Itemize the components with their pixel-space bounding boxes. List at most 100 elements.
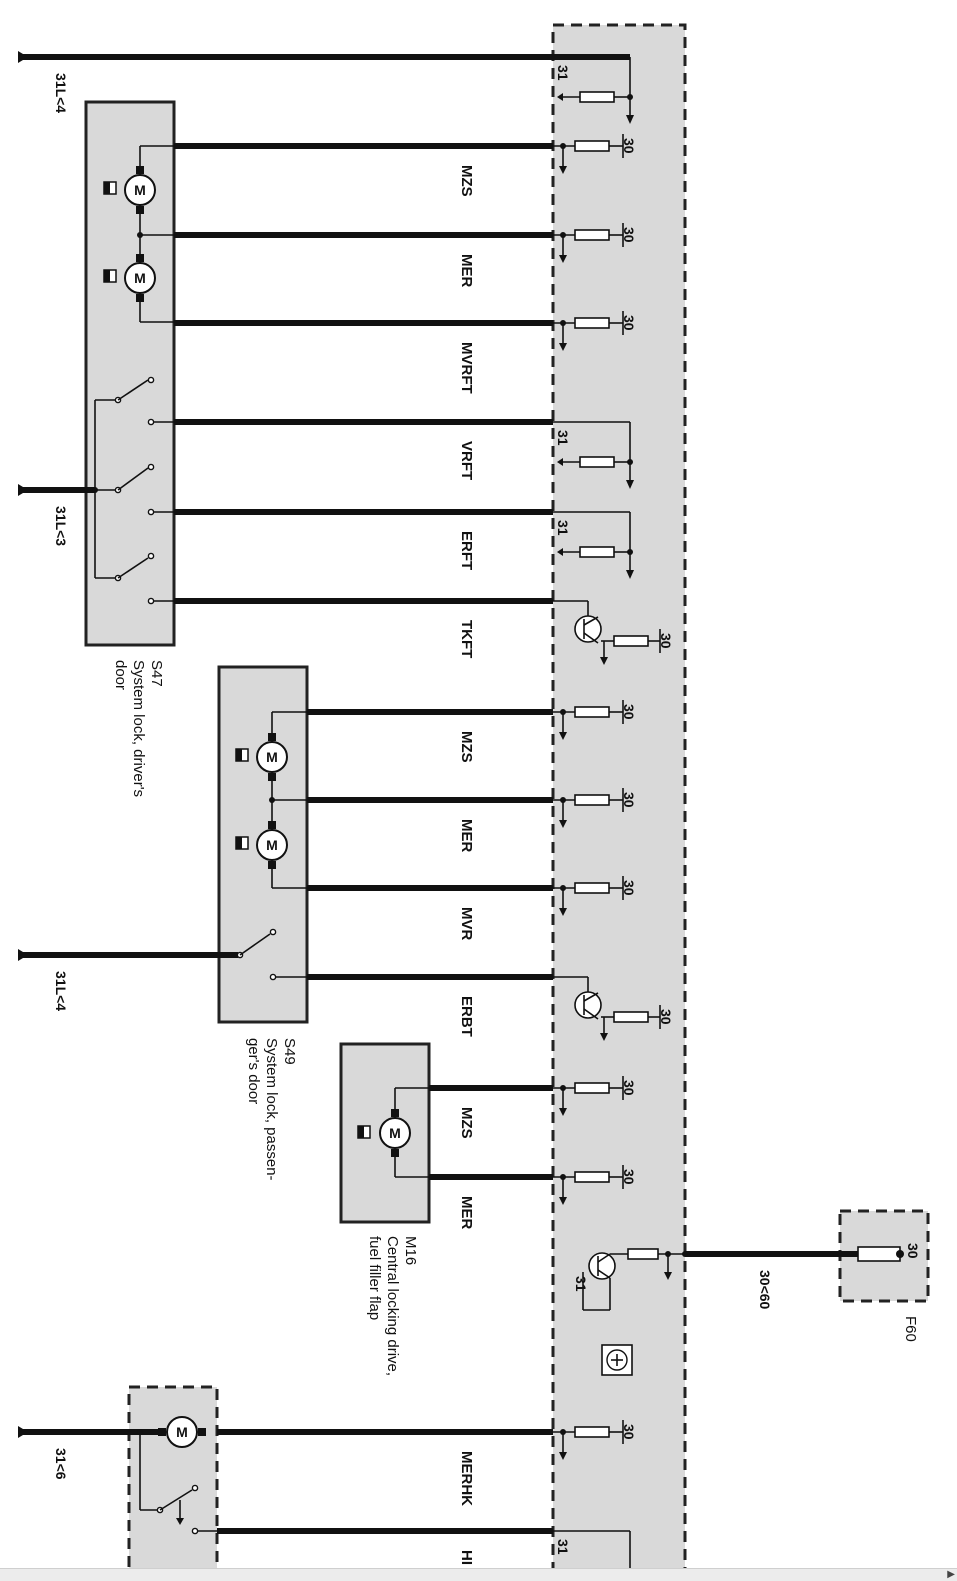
- transistor-icon: 31: [573, 1248, 688, 1311]
- terminal-31-label: 31: [555, 430, 571, 446]
- horizontal-scrollbar[interactable]: ▶: [0, 1568, 957, 1581]
- terminal-31-label: 31: [555, 65, 571, 81]
- s49-internals: [235, 711, 307, 981]
- component-code: S49: [281, 1038, 298, 1065]
- terminal-30-label: 30: [905, 1243, 921, 1259]
- resistor-icon: [613, 1011, 649, 1023]
- signal-label: MVRFT: [458, 342, 475, 394]
- terminal-30-label: 30: [621, 138, 637, 154]
- component-desc: ger's door: [245, 1038, 262, 1104]
- circuit-part: [557, 458, 563, 466]
- resistor-icon: [574, 794, 610, 806]
- terminal-30-label: 30: [658, 633, 674, 649]
- terminal-31-label: 31: [573, 1276, 589, 1292]
- circuit-part: [583, 1008, 599, 1020]
- circuit-part: [583, 616, 599, 626]
- resistor-icon: [574, 1082, 610, 1094]
- terminal-31-label: 31: [555, 520, 571, 536]
- switch-icon: [236, 928, 307, 981]
- signal-label: ERFT: [458, 531, 475, 570]
- ground-label: 31L<4: [53, 73, 69, 113]
- signal-label: MER: [458, 1196, 475, 1230]
- lock-state-icon: [235, 836, 249, 850]
- terminal-30-label: 30: [621, 1169, 637, 1185]
- ground-icon: [559, 732, 567, 740]
- resistor-icon: [574, 706, 610, 718]
- terminal-30-label: 30: [621, 792, 637, 808]
- lock-state-icon: [103, 181, 117, 195]
- trunk-lock-box: [127, 1385, 219, 1580]
- ground-icon: [600, 1033, 608, 1041]
- signal-label: MER: [458, 254, 475, 288]
- terminal-30-label: 30: [621, 1424, 637, 1440]
- s47-internals: [92, 145, 174, 605]
- resistor-icon: [574, 1171, 610, 1183]
- switch-icon: [156, 1484, 217, 1535]
- ground-icon: [626, 570, 634, 579]
- signal-label: MVR: [458, 907, 475, 941]
- circuit-part: [583, 992, 599, 1002]
- component-desc: System lock, driver's: [130, 660, 147, 797]
- circuit-part: [627, 549, 633, 555]
- ground-icon: [559, 820, 567, 828]
- switch-icon: [114, 376, 174, 426]
- circuit-part: [557, 93, 563, 101]
- signal-label: HI: [458, 1550, 475, 1565]
- signal-label: MERHK: [458, 1451, 475, 1506]
- control-unit-icon: [601, 1344, 633, 1376]
- fuse-icon: [857, 1246, 904, 1262]
- terminal-30-label: 30: [621, 315, 637, 331]
- component-code: F60: [902, 1316, 919, 1342]
- motor-icon: [158, 1416, 206, 1448]
- ground-icon: [559, 166, 567, 174]
- ground-icon: [626, 480, 634, 489]
- ground-icon: [559, 1452, 567, 1460]
- signal-label: VRFT: [458, 441, 475, 480]
- terminal-31-label: 31: [555, 1539, 571, 1555]
- transistor-icon: [574, 991, 602, 1019]
- supply-label: 30<60: [757, 1270, 773, 1310]
- trunk-lock-internals: M: [137, 1416, 217, 1535]
- ground-label: 31<6: [53, 1448, 69, 1480]
- signal-label: ERBT: [458, 996, 475, 1037]
- resistor-icon: [574, 317, 610, 329]
- resistor-icon: [579, 546, 615, 558]
- terminal-30-label: 30: [621, 880, 637, 896]
- signal-label: TKFT: [458, 620, 475, 658]
- resistor-icon: [579, 456, 615, 468]
- signal-label: MZS: [458, 1107, 475, 1139]
- component-code: M16: [402, 1236, 419, 1265]
- signal-label: MER: [458, 819, 475, 853]
- ground-icon: [559, 1197, 567, 1205]
- resistor-icon: [613, 635, 649, 647]
- ground-icon: [626, 115, 634, 124]
- signal-label: MZS: [458, 731, 475, 763]
- transistor-icon: [574, 615, 602, 643]
- terminal-30-label: 30: [621, 227, 637, 243]
- resistor-icon: [574, 882, 610, 894]
- lock-state-icon: [235, 748, 249, 762]
- terminal-30-label: 30: [621, 1080, 637, 1096]
- scroll-right-icon[interactable]: ▶: [947, 1569, 955, 1580]
- signal-label: MZS: [458, 165, 475, 197]
- m16-internals: [357, 1087, 429, 1178]
- component-desc: System lock, passen-: [263, 1038, 280, 1181]
- resistor-icon: [579, 91, 615, 103]
- switch-icon: [114, 552, 174, 605]
- motor-label: M: [176, 1424, 188, 1440]
- resistor-icon: [574, 140, 610, 152]
- component-desc: door: [112, 660, 129, 690]
- diagram-labels: 31L<4 31L<3 31L<4 31<6 MZS MER MVRFT VRF…: [53, 73, 921, 1565]
- ground-icon: [559, 908, 567, 916]
- signal-wires: [174, 143, 900, 1534]
- ground-label: 31L<4: [53, 971, 69, 1011]
- ground-icon: [600, 657, 608, 665]
- ground-icon: [559, 1108, 567, 1116]
- circuit-part: [627, 94, 633, 100]
- ground-icon: [559, 255, 567, 263]
- component-code: S47: [148, 660, 165, 687]
- switch-icon: [114, 463, 174, 516]
- lock-state-icon: [103, 269, 117, 283]
- ground-icon: [559, 343, 567, 351]
